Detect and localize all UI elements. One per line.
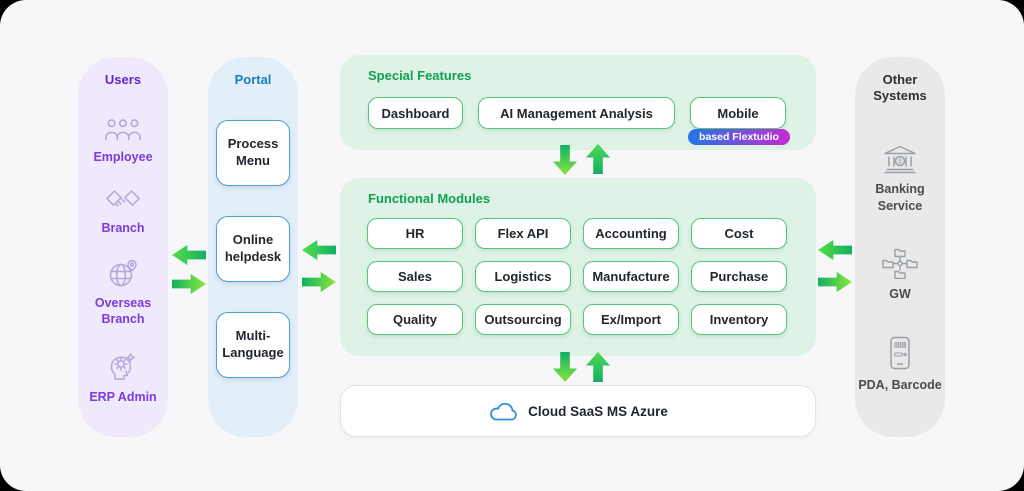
user-item-overseas-branch: Overseas Branch [78, 258, 168, 328]
functional-modules-panel: Functional Modules HR Flex API Accountin… [340, 178, 816, 356]
user-item-label: Employee [93, 150, 153, 165]
arrow-portal-to-users [172, 245, 206, 265]
head-gears-icon [107, 350, 139, 382]
module-hr: HR [367, 218, 463, 249]
pda-barcode-icon [889, 336, 911, 370]
other-item-pda-barcode: PDA, Barcode [858, 336, 942, 393]
globe-pin-icon [107, 258, 139, 288]
functional-modules-title: Functional Modules [368, 191, 491, 206]
user-item-label: Overseas Branch [94, 296, 152, 327]
users-panel: Users Employee [78, 57, 168, 437]
users-items: Employee Branch [78, 88, 168, 437]
module-sales: Sales [367, 261, 463, 292]
handshake-icon [104, 188, 142, 213]
special-features-title: Special Features [368, 68, 472, 83]
other-systems-title: Other Systems [873, 72, 927, 104]
arrow-portal-to-modules [302, 272, 336, 292]
other-item-label: GW [889, 286, 911, 301]
portal-item-multi-language: Multi-Language [216, 312, 290, 378]
module-flex-api: Flex API [475, 218, 571, 249]
feature-dashboard: Dashboard [368, 97, 463, 129]
svg-text:$: $ [898, 157, 903, 166]
module-manufacture: Manufacture [583, 261, 679, 292]
network-folders-icon [882, 248, 918, 279]
portal-panel-title: Portal [234, 72, 272, 87]
other-item-banking-service: $ Banking Service [855, 144, 945, 214]
module-inventory: Inventory [691, 304, 787, 335]
portal-panel: Portal Process Menu Online helpdesk Mult… [208, 57, 298, 437]
feature-ai-management-analysis: AI Management Analysis [478, 97, 675, 129]
module-outsourcing: Outsourcing [475, 304, 571, 335]
arrow-users-to-portal [172, 274, 206, 294]
other-systems-panel: Other Systems $ Banking Service [855, 57, 945, 437]
module-quality: Quality [367, 304, 463, 335]
special-features-panel: Special Features Dashboard AI Management… [340, 55, 816, 150]
user-item-label: ERP Admin [89, 389, 157, 404]
module-ex-import: Ex/Import [583, 304, 679, 335]
special-features-items: Dashboard AI Management Analysis Mobile [368, 97, 786, 129]
portal-item-process-menu: Process Menu [216, 120, 290, 186]
portal-item-online-helpdesk: Online helpdesk [216, 216, 290, 282]
bank-icon: $ [882, 144, 918, 174]
user-item-branch: Branch [101, 188, 145, 236]
cloud-icon [488, 400, 520, 422]
other-item-gw: GW [882, 248, 918, 302]
module-cost: Cost [691, 218, 787, 249]
user-item-label: Branch [101, 220, 145, 235]
module-accounting: Accounting [583, 218, 679, 249]
cloud-label: Cloud SaaS MS Azure [528, 403, 668, 419]
portal-items: Process Menu Online helpdesk Multi-Langu… [208, 120, 298, 378]
other-item-label: PDA, Barcode [858, 377, 942, 392]
feature-mobile: Mobile [690, 97, 786, 129]
module-logistics: Logistics [475, 261, 571, 292]
module-purchase: Purchase [691, 261, 787, 292]
functional-modules-grid: HR Flex API Accounting Cost Sales Logist… [367, 218, 787, 335]
arrow-cloud-to-modules [586, 352, 610, 382]
users-panel-title: Users [104, 72, 142, 87]
other-systems-items: $ Banking Service GW [855, 105, 945, 438]
arrow-modules-to-portal [302, 240, 336, 260]
other-item-label: Banking Service [875, 182, 925, 213]
arrow-othersystems-to-modules [818, 240, 852, 260]
based-flextudio-badge: based Flextudio [688, 129, 790, 145]
people-icon [104, 116, 142, 142]
arrow-modules-to-othersystems [818, 272, 852, 292]
user-item-employee: Employee [93, 116, 153, 165]
user-item-erp-admin: ERP Admin [89, 350, 157, 405]
cloud-saas-box: Cloud SaaS MS Azure [340, 385, 816, 437]
arrow-modules-to-cloud [553, 352, 577, 382]
